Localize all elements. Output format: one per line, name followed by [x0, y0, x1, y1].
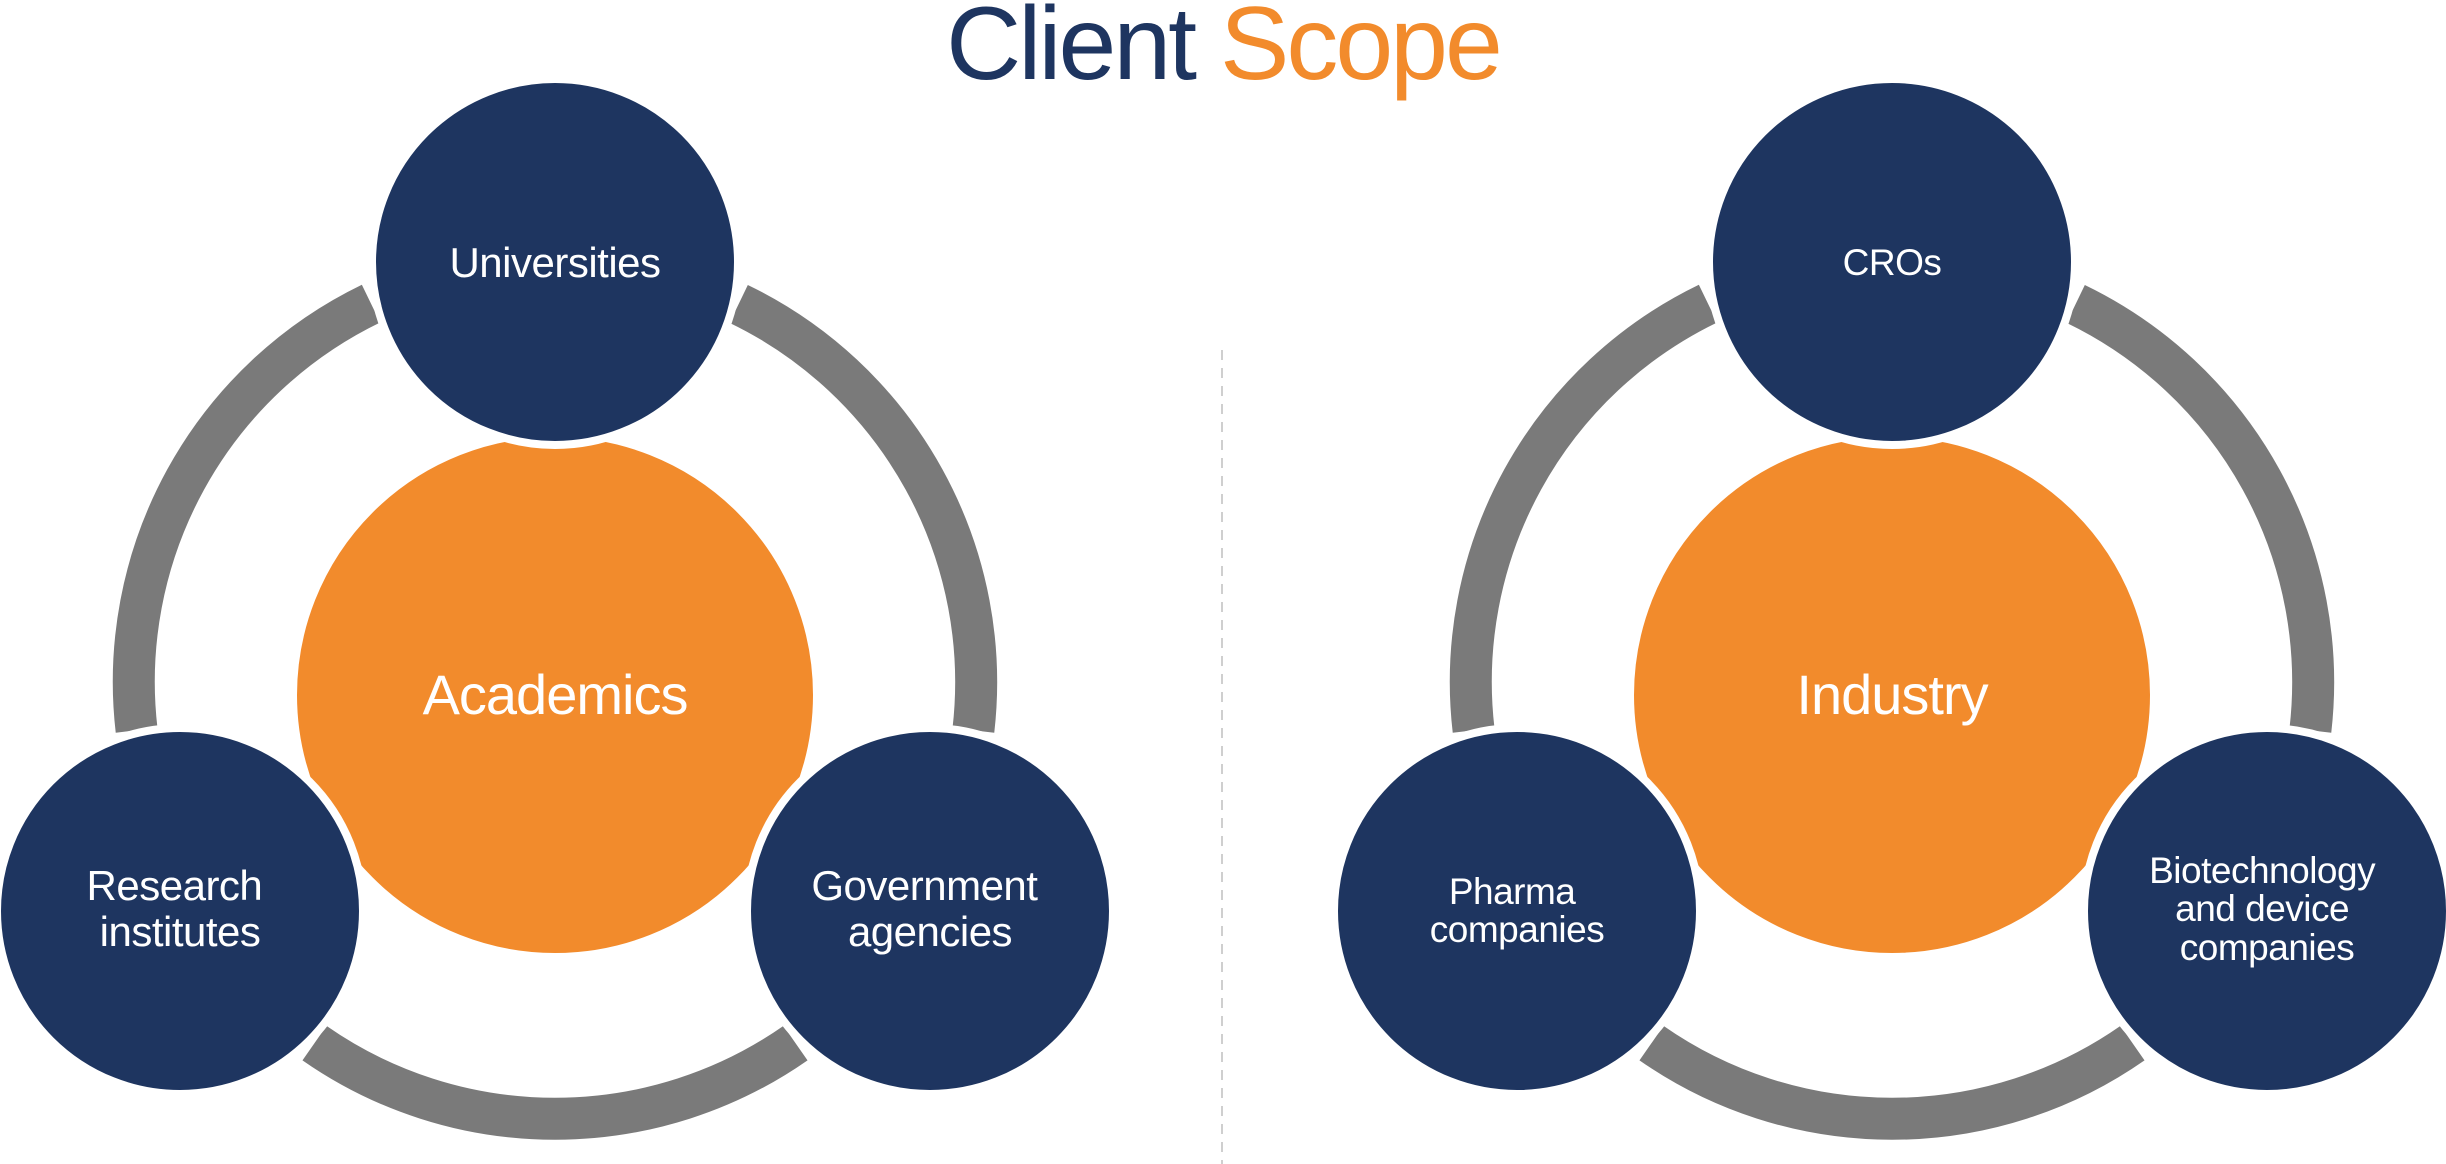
- node-circle-research-institutes: [0, 724, 367, 1098]
- ring-arc-left: [112, 284, 381, 733]
- center-label-industry: Industry: [1796, 663, 1988, 726]
- page-title: Client Scope: [0, 0, 2446, 96]
- node-label-line: Government: [811, 862, 1038, 909]
- academics-cluster: Academics Universities Research institut…: [0, 75, 1117, 1140]
- node-label-universities: Universities: [449, 239, 660, 286]
- node-label-biotech-device-companies: Biotechnology and device companies: [2149, 850, 2385, 968]
- center-label-academics: Academics: [423, 663, 688, 726]
- node-label-line: institutes: [100, 908, 261, 955]
- node-label-line: Pharma: [1449, 871, 1576, 912]
- node-label-government-agencies: Government agencies: [811, 862, 1048, 955]
- node-label-pharma-companies: Pharma companies: [1430, 871, 1604, 950]
- industry-cluster: Industry CROs Pharma companies Biotechno…: [1330, 75, 2446, 1140]
- node-circle-cros: [1705, 75, 2079, 449]
- node-label-line: companies: [1430, 909, 1604, 950]
- node-circle-universities: [368, 75, 742, 449]
- node-label-line: Biotechnology: [2149, 850, 2376, 891]
- node-circle-pharma-companies: [1330, 724, 1704, 1098]
- node-label-line: Research: [87, 862, 263, 909]
- node-label-line: agencies: [848, 908, 1012, 955]
- node-label-research-institutes: Research institutes: [87, 862, 274, 955]
- ring-arc-right: [729, 284, 998, 733]
- node-circle-government-agencies: [743, 724, 1117, 1098]
- title-client: Client: [946, 0, 1197, 102]
- node-circle-biotech-device-companies: [2080, 724, 2446, 1098]
- node-label-cros: CROs: [1843, 242, 1942, 283]
- node-label-line: companies: [2180, 927, 2354, 968]
- ring-arc-bottom: [1639, 1025, 2145, 1140]
- node-label-line: and device: [2175, 888, 2349, 929]
- ring-arc-bottom: [302, 1025, 808, 1140]
- title-scope: Scope: [1219, 0, 1503, 102]
- ring-arc-left: [1449, 284, 1718, 733]
- ring-arc-right: [2066, 284, 2335, 733]
